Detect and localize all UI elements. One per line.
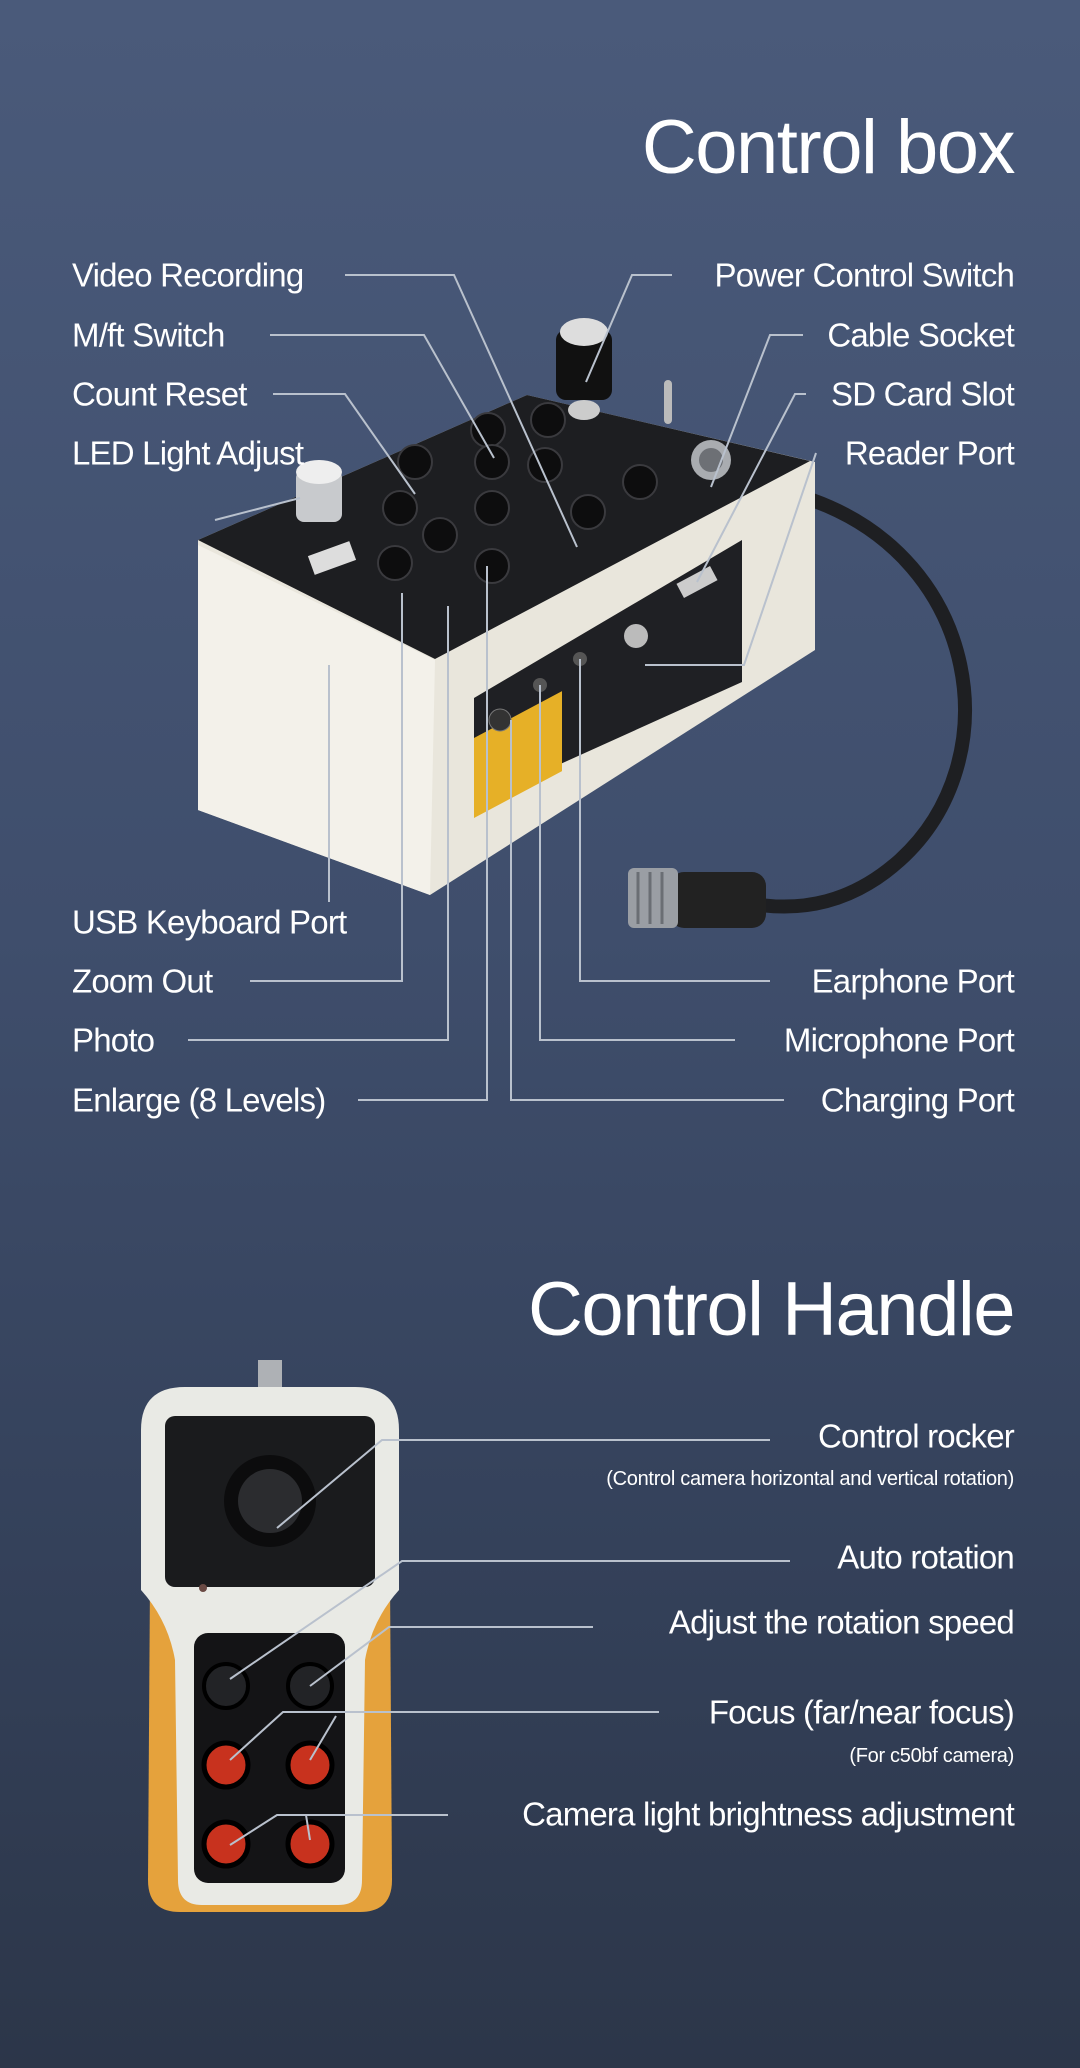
label-control-rocker: Control rocker (817, 1417, 1015, 1455)
power-led (199, 1584, 207, 1592)
label-power-control-switch: Power Control Switch (714, 256, 1015, 294)
label-charging-port: Charging Port (820, 1081, 1015, 1119)
control-handle-leader-lines (229, 1439, 790, 1846)
label-photo: Photo (72, 1021, 155, 1059)
label-led-light-adjust: LED Light Adjust (72, 434, 304, 472)
usb-stick-port (624, 624, 648, 648)
label-mft-switch: M/ft Switch (72, 316, 225, 354)
control-box-title: Control box (641, 105, 1016, 190)
label-zoom-out: Zoom Out (72, 962, 213, 1000)
charging-jack (488, 708, 512, 732)
label-count-reset: Count Reset (72, 375, 247, 413)
label-reader-port: Reader Port (844, 434, 1015, 472)
cable-connector (628, 868, 766, 928)
control-box-image (198, 318, 972, 928)
box-front-shade (198, 545, 435, 895)
note-control-rocker: (Control camera horizontal and vertical … (606, 1468, 1014, 1490)
label-focus: Focus (far/near focus) (708, 1693, 1015, 1731)
label-auto-rotation: Auto rotation (837, 1538, 1015, 1576)
label-cable-socket: Cable Socket (827, 316, 1014, 354)
label-usb-keyboard-port: USB Keyboard Port (72, 903, 347, 941)
label-microphone-port: Microphone Port (783, 1021, 1015, 1059)
control-handle-image (141, 1360, 399, 1912)
label-enlarge: Enlarge (8 Levels) (72, 1081, 326, 1119)
label-earphone-port: Earphone Port (811, 962, 1015, 1000)
box-top-panel (198, 395, 810, 659)
label-rotation-speed: Adjust the rotation speed (668, 1603, 1015, 1641)
red-buttons (201, 1740, 335, 1869)
usb-keyboard-port (307, 541, 357, 575)
cable-socket (691, 440, 731, 480)
control-box-leader-lines (188, 274, 817, 1101)
joystick (238, 1469, 302, 1533)
cable (753, 493, 972, 914)
control-handle-title: Control Handle (528, 1267, 1015, 1352)
handle-connector (258, 1360, 282, 1390)
led-knob (296, 460, 342, 522)
toggle-switch (664, 380, 672, 424)
note-focus: (For c50bf camera) (849, 1745, 1014, 1767)
label-video-recording: Video Recording (72, 256, 304, 294)
power-knob (556, 318, 612, 420)
label-sd-card-slot: SD Card Slot (831, 375, 1015, 413)
label-camera-light: Camera light brightness adjustment (522, 1795, 1015, 1833)
